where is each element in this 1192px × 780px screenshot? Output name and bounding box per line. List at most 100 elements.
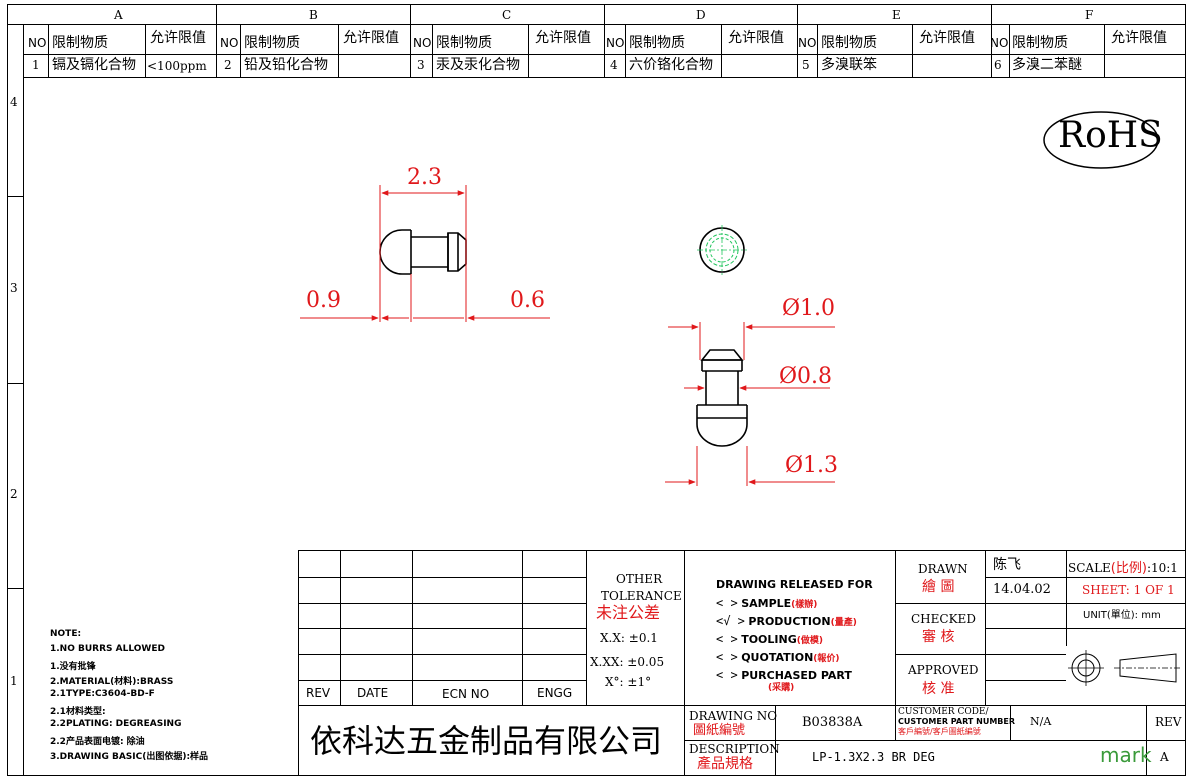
- release-item-quotation[interactable]: < > QUOTATION(報价): [716, 650, 840, 664]
- rev-label: REV: [1155, 715, 1182, 729]
- row-no-3: 3: [417, 58, 425, 72]
- ecn-header: ECN NO: [442, 687, 490, 701]
- release-checkbox[interactable]: < >: [716, 632, 738, 646]
- zone-label-3: 3: [10, 281, 18, 295]
- description-label-cn: 產品規格: [697, 756, 753, 772]
- checked-label: CHECKED: [911, 612, 976, 626]
- drawn-date: 14.04.02: [993, 582, 1051, 597]
- dim-tip-diameter: Ø1.0: [782, 296, 836, 321]
- side-dimensions: [300, 185, 550, 322]
- row-no-1: 1: [32, 58, 40, 72]
- scale-label: SCALE: [1068, 561, 1111, 575]
- release-label: SAMPLE: [741, 597, 792, 610]
- checked-label-cn: 審 核: [922, 629, 955, 645]
- note-line: 3.DRAWING BASIC(出图依据):样品: [50, 752, 209, 762]
- tolerance-title-cn: 未注公差: [596, 603, 661, 622]
- row-no-6: 6: [994, 58, 1002, 72]
- release-checkbox[interactable]: < >: [716, 650, 738, 664]
- rohs-mark: [1043, 111, 1159, 169]
- drawer-name: 陈飞: [993, 557, 1021, 573]
- scale-field: SCALE(比例):10:1: [1068, 557, 1178, 576]
- zone-label-2: 2: [10, 487, 18, 501]
- zone-label-4: 4: [10, 95, 18, 109]
- header-substance-5: 限制物质: [821, 35, 877, 51]
- header-substance-4: 限制物质: [629, 35, 685, 51]
- header-limit-1: 允许限值: [150, 30, 206, 46]
- note-line: 2.2产品表面电镀: 除油: [50, 737, 145, 747]
- header-substance-2: 限制物质: [244, 35, 300, 51]
- header-no-2: NO: [220, 36, 239, 50]
- approved-label-cn: 核 准: [922, 681, 955, 697]
- zone-label-b: B: [309, 8, 318, 22]
- description-value: LP-1.3X2.3 BR DEG: [812, 750, 935, 764]
- release-checkbox[interactable]: < >: [716, 596, 738, 610]
- drawn-label: DRAWN: [918, 562, 968, 576]
- header-limit-4: 允许限值: [728, 30, 784, 46]
- row-limit-1: <100ppm: [147, 59, 207, 73]
- release-label-cn: (報价): [813, 654, 840, 664]
- header-no-6: NO: [990, 36, 1009, 50]
- row-no-2: 2: [224, 58, 232, 72]
- release-item-tooling[interactable]: < > TOOLING(做模): [716, 632, 823, 646]
- drawing-no-label: DRAWING NO: [689, 709, 778, 723]
- drawing-no-value: B03838A: [802, 715, 863, 730]
- release-checkbox[interactable]: < >: [716, 668, 738, 682]
- dim-head-length: 0.9: [306, 288, 341, 313]
- drawing-no-label-cn: 圖紙編號: [693, 723, 746, 738]
- note-line: 2.2PLATING: DEGREASING: [50, 719, 182, 729]
- customer-part-label: CUSTOMER PART NUMBER: [898, 717, 1015, 726]
- pin-end-view: [697, 225, 747, 275]
- rev-value: A: [1160, 750, 1169, 764]
- note-line: 2.1材料类型:: [50, 707, 106, 717]
- release-label-cn: (量產): [830, 618, 857, 628]
- release-checkbox[interactable]: <√ >: [716, 614, 745, 628]
- zone-label-c: C: [502, 8, 512, 22]
- release-item-production[interactable]: <√ > PRODUCTION(量產): [716, 614, 857, 628]
- sheet-field: SHEET: 1 OF 1: [1082, 583, 1175, 597]
- release-item-purchased[interactable]: < > PURCHASED PART: [716, 668, 852, 682]
- customer-code-label: CUSTOMER CODE/: [898, 707, 989, 717]
- note-line: 2.MATERIAL(材料):BRASS: [50, 677, 174, 687]
- drawn-label-cn: 繪 圖: [922, 579, 955, 595]
- pin-side-view: [379, 229, 467, 275]
- tolerance-title-2: TOLERANCE: [601, 589, 682, 603]
- release-label: PURCHASED PART: [741, 669, 852, 682]
- row-no-4: 4: [610, 58, 618, 72]
- tolerance-angle: X°: ±1°: [605, 675, 652, 689]
- row-substance-3: 汞及汞化合物: [436, 57, 520, 73]
- header-no-1: NO: [28, 36, 47, 50]
- release-label: PRODUCTION: [748, 615, 831, 628]
- front-dimensions: [665, 322, 835, 486]
- header-substance-1: 限制物质: [52, 35, 108, 51]
- header-limit-3: 允许限值: [535, 30, 591, 46]
- scale-label-cn: (比例): [1110, 561, 1147, 576]
- tolerance-xx: X.X: ±0.1: [600, 631, 658, 645]
- tolerance-xxx: X.XX: ±0.05: [590, 655, 665, 669]
- release-label: TOOLING: [741, 633, 797, 646]
- date-header: DATE: [357, 686, 389, 700]
- release-purchased-cn: (采購): [768, 683, 795, 693]
- rohs-label: RoHS: [1058, 115, 1163, 156]
- customer-label-cn: 客戶編號/客戶圖紙編號: [898, 727, 981, 736]
- release-label-cn: (做模): [796, 636, 823, 646]
- watermark-text: mark: [1100, 743, 1152, 767]
- release-item-sample[interactable]: < > SAMPLE(樣辦): [716, 596, 817, 610]
- zone-label-e: E: [892, 8, 901, 22]
- header-no-5: NO: [798, 36, 817, 50]
- note-line: 1.没有批锋: [50, 662, 96, 672]
- approved-label: APPROVED: [908, 663, 979, 677]
- release-label: QUOTATION: [741, 651, 814, 664]
- header-limit-6: 允许限值: [1111, 30, 1167, 46]
- company-name: 依科达五金制品有限公司: [310, 722, 663, 760]
- description-label: DESCRIPTION: [689, 742, 780, 756]
- pin-front-view: [696, 349, 748, 447]
- row-substance-5: 多溴联笨: [821, 57, 877, 73]
- row-substance-6: 多溴二苯醚: [1012, 57, 1082, 73]
- zone-label-f: F: [1085, 8, 1094, 22]
- header-limit-2: 允许限值: [343, 30, 399, 46]
- engg-header: ENGG: [537, 686, 573, 700]
- row-no-5: 5: [802, 58, 810, 72]
- row-substance-4: 六价铬化合物: [629, 57, 713, 73]
- customer-value: N/A: [1030, 715, 1052, 728]
